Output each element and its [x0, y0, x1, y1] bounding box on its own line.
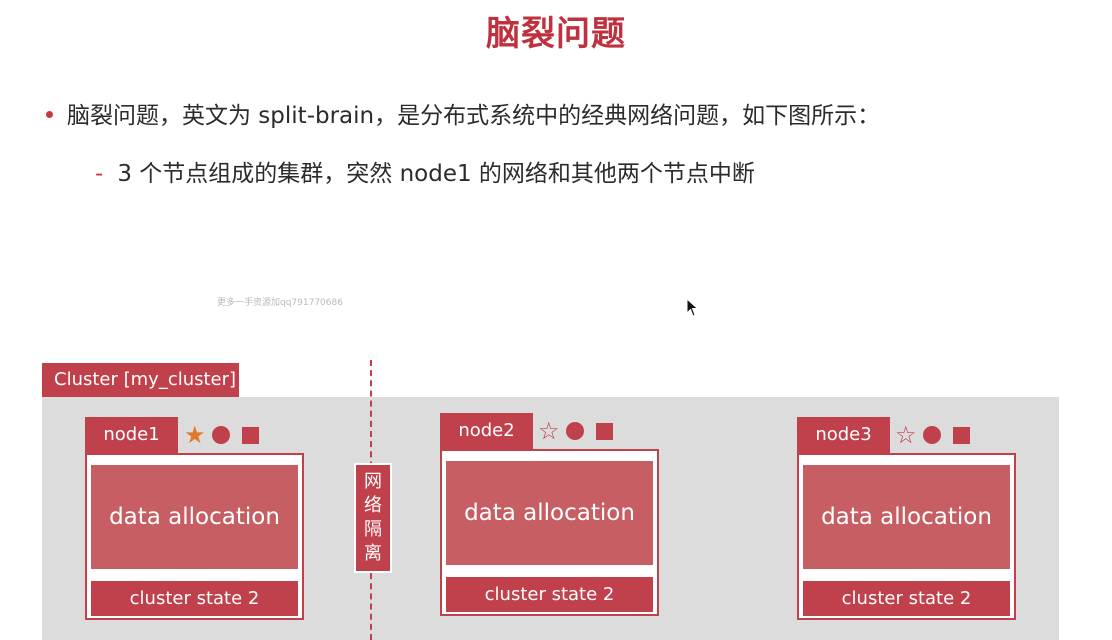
- star-outline-icon: ☆: [895, 421, 917, 449]
- star-outline-icon: ☆: [538, 417, 560, 445]
- node-3-data-allocation: data allocation: [803, 465, 1010, 569]
- node-3-box: data allocation cluster state 2: [797, 453, 1016, 620]
- cluster-label: Cluster [my_cluster]: [42, 363, 239, 397]
- square-icon: [952, 426, 970, 444]
- node-1-box: data allocation cluster state 2: [85, 453, 304, 620]
- partition-label-text: 网络隔离: [364, 471, 382, 564]
- circle-icon: [211, 426, 230, 444]
- square-icon: [241, 426, 259, 444]
- node-1-status-marks: ★: [184, 423, 259, 447]
- circle-icon: [922, 426, 941, 444]
- watermark-text: 更多一手资源加qq791770686: [217, 298, 343, 308]
- network-partition-label: 网络隔离: [354, 463, 392, 573]
- node-2-status-marks: ☆: [538, 419, 613, 443]
- node-1-cluster-state: cluster state 2: [91, 581, 298, 616]
- node-2-tab: node2: [440, 413, 533, 449]
- bullet-item: 脑裂问题，英文为 split-brain，是分布式系统中的经典网络问题，如下图所…: [46, 96, 880, 130]
- page-title: 脑裂问题: [486, 14, 626, 54]
- star-filled-icon: ★: [184, 421, 206, 449]
- node-1-tab: node1: [85, 417, 178, 453]
- node-1-data-allocation: data allocation: [91, 465, 298, 569]
- node-2-cluster-state: cluster state 2: [446, 577, 653, 612]
- node-3-tab: node3: [797, 417, 890, 453]
- mouse-cursor-icon: [686, 298, 699, 317]
- circle-icon: [565, 422, 584, 440]
- node-2-box: data allocation cluster state 2: [440, 449, 659, 616]
- square-icon: [595, 422, 613, 440]
- node-3-cluster-state: cluster state 2: [803, 581, 1010, 616]
- bullet-text: 脑裂问题，英文为 split-brain，是分布式系统中的经典网络问题，如下图所…: [67, 103, 881, 129]
- bullet-dot-icon: [46, 111, 53, 118]
- node-2-data-allocation: data allocation: [446, 461, 653, 565]
- sub-bullet-marker: -: [95, 161, 104, 187]
- node-3-status-marks: ☆: [895, 423, 970, 447]
- sub-bullet-text: 3 个节点组成的集群，突然 node1 的网络和其他两个节点中断: [117, 161, 755, 187]
- sub-bullet-item: -3 个节点组成的集群，突然 node1 的网络和其他两个节点中断: [95, 154, 755, 188]
